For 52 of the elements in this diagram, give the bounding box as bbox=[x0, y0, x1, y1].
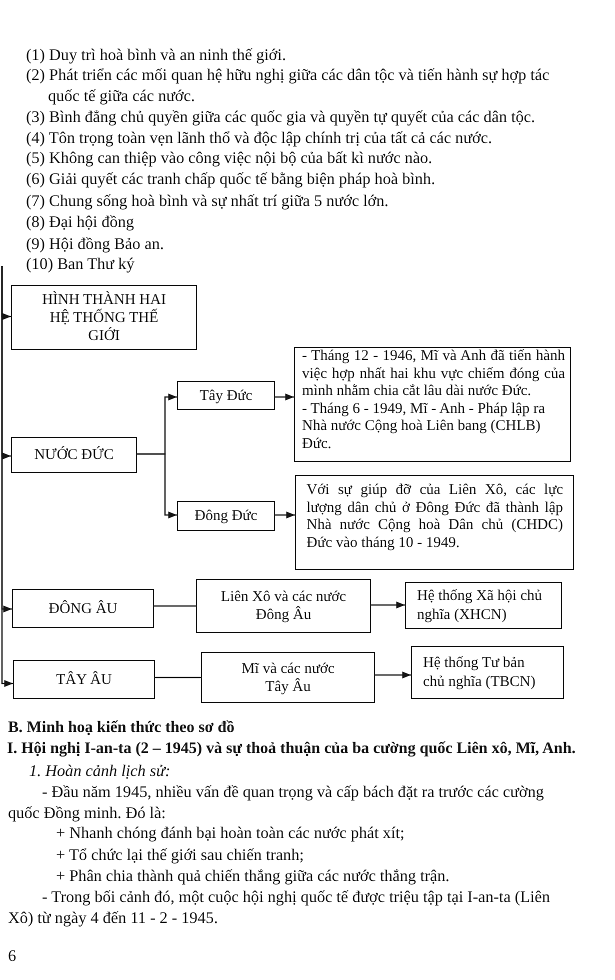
note-text: - Tháng 6 - 1949, Mĩ - Anh - Pháp lập ra Nhà nước Cộng hoà Liên bang (CHLB) Đức. bbox=[302, 400, 546, 453]
list-item: (6) Giải quyết các tranh chấp quốc tế bằng biện pháp hoà bình. bbox=[26, 168, 436, 190]
subsection-heading: 1. Hoàn cảnh lịch sử: bbox=[29, 760, 172, 782]
note-text: Với sự giúp đỡ của Liên Xô, các lực lượng dân chủ ở Đông Đức đã thành lập Nhà nước Cộng hoà Dân chủ (CHDC) Đức vào tháng 10 - 1949. bbox=[306, 482, 563, 552]
box-label: Hệ thống Xã hội chủ nghĩa (XHCN) bbox=[417, 586, 543, 624]
arrow bbox=[275, 394, 294, 400]
category-box bbox=[12, 589, 154, 628]
process-box bbox=[177, 381, 275, 410]
list-item: (10) Ban Thư ký bbox=[26, 252, 136, 274]
process-box bbox=[196, 579, 371, 633]
box-label: Hệ thống Tư bản chủ nghĩa (TBCN) bbox=[423, 654, 536, 692]
arrow bbox=[1, 266, 13, 687]
note-text: - Tháng 12 - 1946, Mĩ và Anh đã tiến hành việc hợp nhất hai khu vực chiếm đóng của mình nhằm chia cắt lâu dài nước Đức. bbox=[302, 348, 565, 400]
page-number: 6 bbox=[8, 945, 16, 966]
process-box bbox=[201, 652, 375, 703]
box-label: ĐÔNG ÂU bbox=[48, 600, 118, 618]
list-item: (7) Chung sống hoà bình và sự nhất trí giữa 5 nước lớn. bbox=[26, 190, 390, 212]
arrow bbox=[137, 453, 177, 518]
list-item: (1) Duy trì hoà bình và an ninh thế giới. bbox=[26, 44, 288, 66]
result-box bbox=[405, 582, 562, 629]
result-box bbox=[411, 646, 564, 699]
box-label: TÂY ÂU bbox=[55, 670, 113, 688]
connector-line bbox=[155, 676, 201, 678]
box-label: Tây Đức bbox=[198, 386, 254, 404]
arrow bbox=[375, 672, 411, 678]
list-item: (2) Phát triển các mối quan hệ hữu nghị giữa các dân tộc và tiến hành sự hợp tác quốc tế giữa các nước. bbox=[26, 64, 550, 106]
list-item: (8) Đại hội đồng bbox=[26, 211, 136, 233]
paragraph: - Trong bối cảnh đó, một cuộc hội nghị quốc tế được triệu tập tại I-an-ta (Liên Xô) từ ngày 4 đến 11 - 2 - 1945. bbox=[8, 886, 552, 928]
bullet-item: + Phân chia thành quả chiến thắng giữa các nước thắng trận. bbox=[56, 865, 450, 887]
section-heading: I. Hội nghị I-an-ta (2 – 1945) và sự thoả thuận của ba cường quốc Liên xô, Mĩ, Anh. bbox=[7, 739, 577, 760]
list-item: (5) Không can thiệp vào công việc nội bộ của bất kì nước nào. bbox=[26, 147, 434, 168]
box-label: NƯỚC ĐỨC bbox=[33, 446, 115, 464]
section-heading: B. Minh hoạ kiến thức theo sơ đồ bbox=[8, 718, 236, 738]
box-label: Mĩ và các nước Tây Âu bbox=[240, 660, 336, 696]
list-item: (9) Hội đồng Bảo an. bbox=[26, 233, 165, 255]
arrow bbox=[371, 602, 405, 608]
category-box bbox=[11, 437, 137, 473]
arrow bbox=[275, 512, 295, 518]
list-item: (4) Tôn trọng toàn vẹn lãnh thổ và độc lập chính trị của tất cả các nước. bbox=[26, 126, 494, 148]
note-box bbox=[295, 475, 574, 570]
bullet-item: + Nhanh chóng đánh bại hoàn toàn các nước phát xít; bbox=[56, 822, 406, 844]
paragraph: - Đầu năm 1945, nhiều vấn đề quan trọng và cấp bách đặt ra trước các cường quốc Đồng minh. Đó là: bbox=[8, 780, 545, 822]
heading-box bbox=[11, 285, 197, 350]
box-label: HÌNH THÀNH HAI HỆ THỐNG THẾ GIỚI bbox=[41, 290, 167, 344]
bullet-item: + Tổ chức lại thế giới sau chiến tranh; bbox=[56, 844, 305, 866]
connector-line bbox=[154, 605, 196, 607]
list-item: (3) Bình đẳng chủ quyền giữa các quốc gia và quyền tự quyết của các dân tộc. bbox=[26, 106, 536, 128]
note-box bbox=[294, 347, 571, 462]
process-box bbox=[177, 501, 275, 531]
box-label: Đông Đức bbox=[194, 507, 258, 525]
box-label: Liên Xô và các nước Đông Âu bbox=[220, 588, 348, 624]
category-box bbox=[13, 660, 155, 699]
